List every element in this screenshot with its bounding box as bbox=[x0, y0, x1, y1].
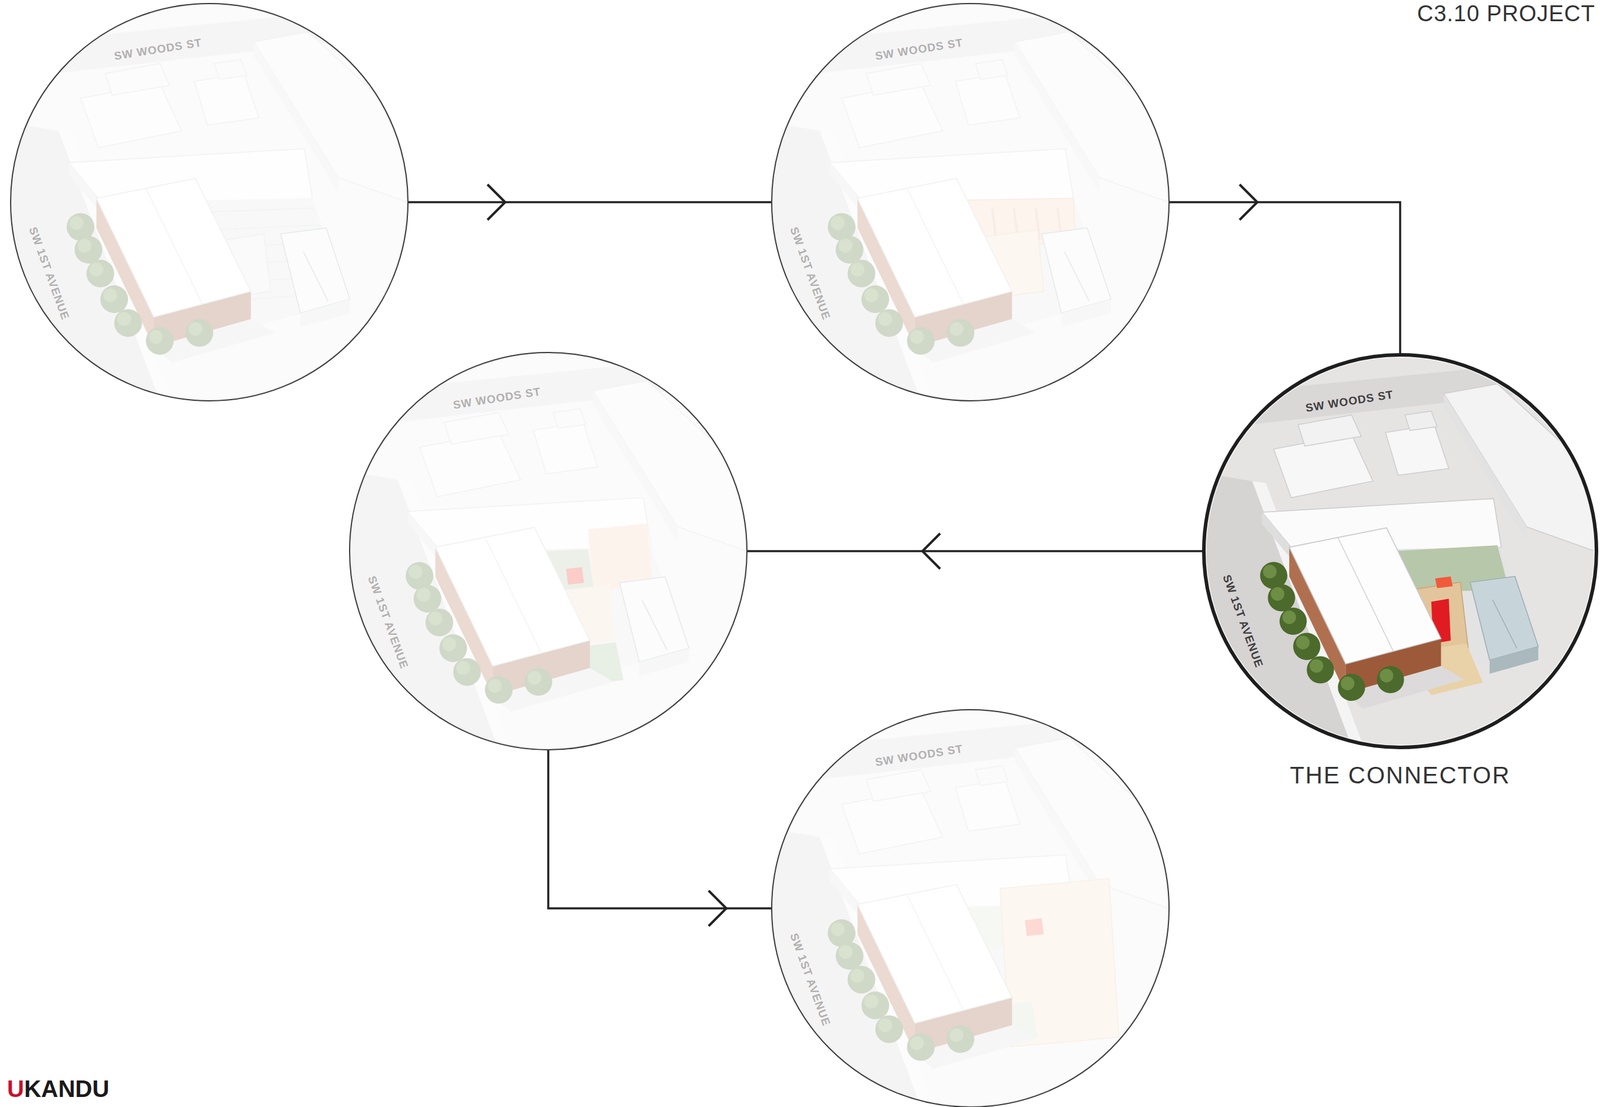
scene-shape bbox=[1262, 564, 1277, 579]
scene-shape bbox=[1404, 410, 1437, 431]
scene-ground bbox=[772, 4, 1169, 401]
chevron-head bbox=[922, 533, 941, 569]
scene-shape bbox=[1309, 659, 1324, 673]
scene-ground bbox=[11, 4, 408, 401]
chevron-head bbox=[487, 184, 506, 220]
stage-circle: SW WOODS STSW 1ST AVENUETHE CONNECTOR bbox=[1202, 353, 1599, 750]
project-code: C3.10 PROJECT bbox=[1417, 1, 1596, 27]
scene-shape bbox=[1489, 646, 1539, 674]
stage-circle: SW WOODS STSW 1ST AVENUE bbox=[771, 709, 1170, 1107]
scene-shape bbox=[1289, 527, 1441, 664]
brand-logo: UKANDU bbox=[7, 1075, 110, 1103]
scene-shape bbox=[1434, 576, 1453, 589]
flow-arrow bbox=[747, 533, 1203, 569]
fade-overlay bbox=[350, 353, 747, 750]
flow-arrow bbox=[548, 750, 772, 927]
scene-shape bbox=[1298, 415, 1362, 447]
scene-shape bbox=[1376, 666, 1404, 694]
site-illustration bbox=[11, 4, 408, 401]
scene-line bbox=[1337, 537, 1394, 652]
stage-circle: SW WOODS STSW 1ST AVENUE bbox=[771, 2, 1170, 402]
scene-shape bbox=[1307, 656, 1335, 684]
scene-shape bbox=[1293, 633, 1321, 661]
scene-shape bbox=[1337, 673, 1365, 701]
circle-heading: THE CONNECTOR bbox=[1289, 762, 1511, 789]
flow-arrow bbox=[408, 184, 772, 220]
site-illustration bbox=[772, 4, 1169, 401]
scene-shape bbox=[1273, 434, 1374, 498]
scene-line bbox=[1492, 600, 1517, 650]
scene-shape bbox=[1271, 587, 1285, 601]
flow-line bbox=[1169, 202, 1401, 354]
fade-overlay bbox=[11, 4, 408, 401]
scene-ground bbox=[350, 353, 747, 750]
scene-ground bbox=[772, 710, 1169, 1107]
chevron-head bbox=[708, 890, 727, 927]
fade-overlay bbox=[772, 4, 1169, 401]
scene-shape bbox=[1340, 676, 1355, 691]
scene-shape bbox=[1205, 356, 1595, 430]
scene-shape bbox=[1385, 425, 1449, 476]
chevron-head bbox=[1239, 184, 1258, 220]
site-illustration bbox=[350, 353, 747, 750]
flow-line bbox=[747, 550, 1203, 553]
scene-shape bbox=[1470, 576, 1539, 661]
flow-line bbox=[408, 201, 772, 204]
site-illustration bbox=[772, 710, 1169, 1107]
fade-overlay bbox=[772, 710, 1169, 1107]
scene-ground bbox=[1205, 356, 1595, 746]
site-illustration bbox=[1205, 356, 1595, 746]
flow-arrow bbox=[1169, 184, 1401, 354]
flow-line bbox=[548, 750, 772, 909]
stage-circle: SW WOODS STSW 1ST AVENUE bbox=[10, 2, 409, 402]
scene-shape bbox=[1279, 607, 1307, 635]
scene-shape bbox=[1379, 669, 1394, 683]
scene-shape bbox=[1295, 636, 1310, 650]
scene-shape bbox=[1268, 584, 1296, 612]
scene-shape bbox=[1282, 610, 1296, 625]
stage-circle: SW WOODS STSW 1ST AVENUE bbox=[349, 351, 748, 751]
